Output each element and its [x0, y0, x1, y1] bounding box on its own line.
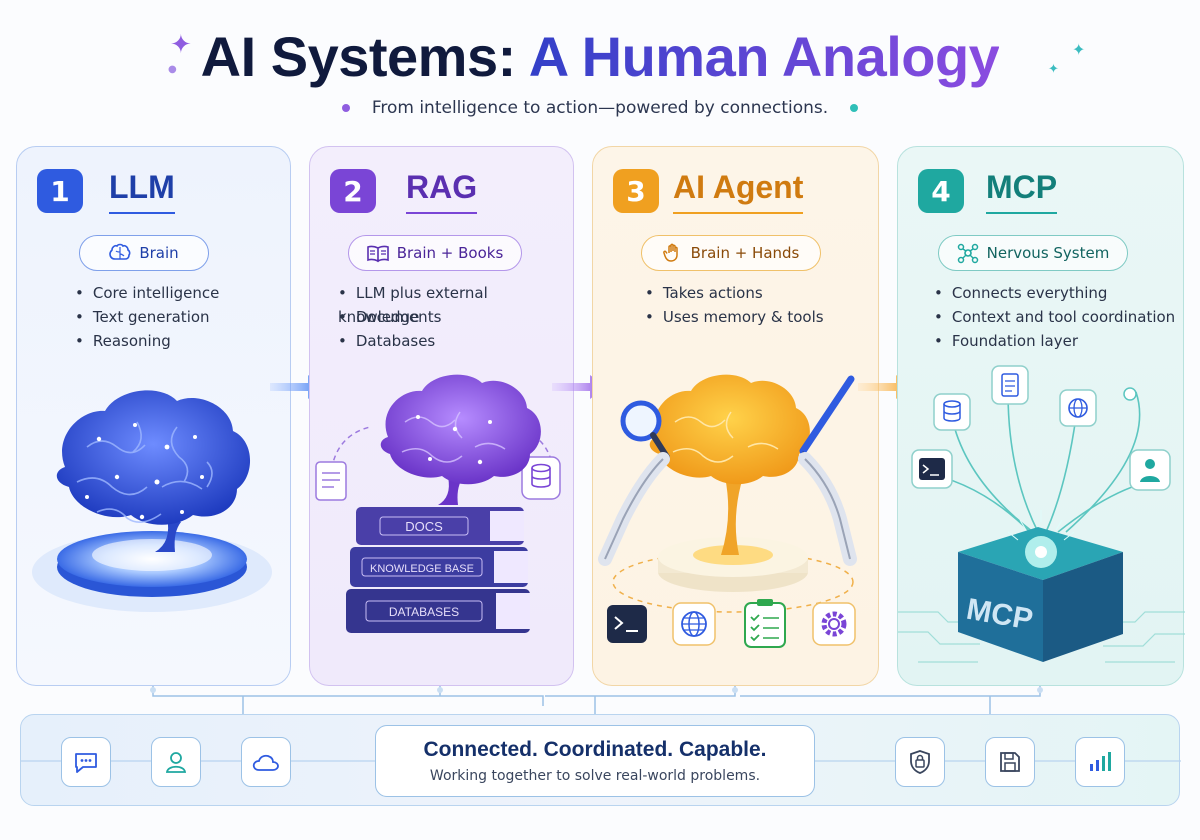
list-item: Takes actions	[645, 281, 824, 305]
list-item: Reasoning	[75, 329, 219, 353]
panel-ai-agent: 3 AI Agent Brain + Hands Takes actions U…	[592, 146, 879, 686]
step-number-badge: 1	[37, 169, 83, 213]
panel-llm: 1 LLM Brain Core intelligence Text gener…	[16, 146, 291, 686]
globe-icon	[672, 602, 716, 646]
footer-banner: Connected. Coordinated. Capable. Working…	[20, 714, 1181, 806]
list-item: LLM plus external knowledge	[338, 281, 573, 326]
step-number-badge: 4	[918, 169, 964, 213]
document-icon	[991, 365, 1029, 405]
bullet-list: Connects everything Context and tool coo…	[934, 281, 1175, 353]
book-stack: DOCS KNOWLEDGE BASE DATABASES	[346, 507, 530, 633]
book-icon	[366, 244, 389, 263]
bullet-list: Takes actions Uses memory & tools	[645, 281, 824, 329]
footer-circuit-lines	[21, 760, 1181, 762]
panel-title: AI Agent	[673, 169, 804, 214]
sparkle-icon: ✦	[1072, 40, 1086, 59]
panel-title: LLM	[109, 169, 175, 214]
mcp-hub-illustration: MCP	[898, 365, 1185, 663]
globe-icon	[1059, 389, 1097, 427]
user-icon	[151, 737, 201, 787]
list-item: Uses memory & tools	[645, 305, 824, 329]
step-number-badge: 2	[330, 169, 376, 213]
page-title: AI Systems: A Human Analogy	[200, 25, 1000, 88]
terminal-icon	[607, 605, 647, 643]
analogy-pill: Nervous System	[938, 235, 1128, 271]
bullet-list: Core intelligence Text generation Reason…	[75, 281, 220, 353]
analogy-pill: Brain + Books	[348, 235, 522, 271]
database-icon	[933, 393, 971, 431]
gear-icon	[812, 602, 856, 646]
brain-icon	[109, 243, 131, 262]
brain-books-illustration: DOCS KNOWLEDGE BASE DATABASES	[315, 374, 561, 633]
book-label: DOCS	[405, 519, 443, 534]
panel-title: RAG	[406, 169, 478, 214]
analogy-pill: Brain + Hands	[641, 235, 821, 271]
panel-rag: 2 RAG Brain + Books LLM plus external kn…	[309, 146, 574, 686]
chat-icon	[61, 737, 111, 787]
footer-tagline: Working together to solve real-world pro…	[429, 768, 761, 784]
document-icon	[315, 461, 347, 501]
cloud-icon	[241, 737, 291, 787]
connector-lines	[150, 686, 1043, 716]
brain-hands-illustration	[598, 374, 857, 648]
list-item: Documents	[338, 305, 573, 329]
page-subtitle: From intelligence to action—powered by c…	[0, 98, 1200, 118]
database-icon	[521, 456, 561, 500]
analogy-pill: Brain	[79, 235, 209, 271]
list-item: Connects everything	[934, 281, 1175, 305]
book-label: DATABASES	[389, 605, 459, 619]
checklist-icon	[744, 599, 786, 648]
list-item: Core intelligence	[75, 281, 220, 305]
list-item: Foundation layer	[934, 329, 1175, 353]
bar-chart-icon	[1075, 737, 1125, 787]
sparkle-icon: ✦	[170, 30, 192, 60]
brain-illustration	[32, 390, 272, 612]
user-icon	[1129, 449, 1171, 491]
sparkle-icon: ●	[168, 64, 177, 75]
book-label: KNOWLEDGE BASE	[370, 563, 474, 575]
step-number-badge: 3	[613, 169, 659, 213]
bullet-list: LLM plus external knowledge Documents Da…	[338, 281, 573, 353]
network-icon	[957, 243, 979, 264]
list-item: Context and tool coordination	[934, 305, 1175, 329]
hand-icon	[662, 243, 683, 263]
panel-mcp: 4 MCP Nervous System Connects everything…	[897, 146, 1185, 686]
sparkle-icon: ✦	[1048, 62, 1059, 77]
list-item: Databases	[338, 329, 573, 353]
panel-title: MCP	[986, 169, 1058, 214]
save-icon	[985, 737, 1035, 787]
shield-lock-icon	[895, 737, 945, 787]
footer-headline: Connected. Coordinated. Capable.	[423, 738, 767, 761]
footer-message-card: Connected. Coordinated. Capable. Working…	[375, 725, 815, 797]
list-item: Text generation	[75, 305, 219, 329]
terminal-icon	[911, 449, 953, 489]
